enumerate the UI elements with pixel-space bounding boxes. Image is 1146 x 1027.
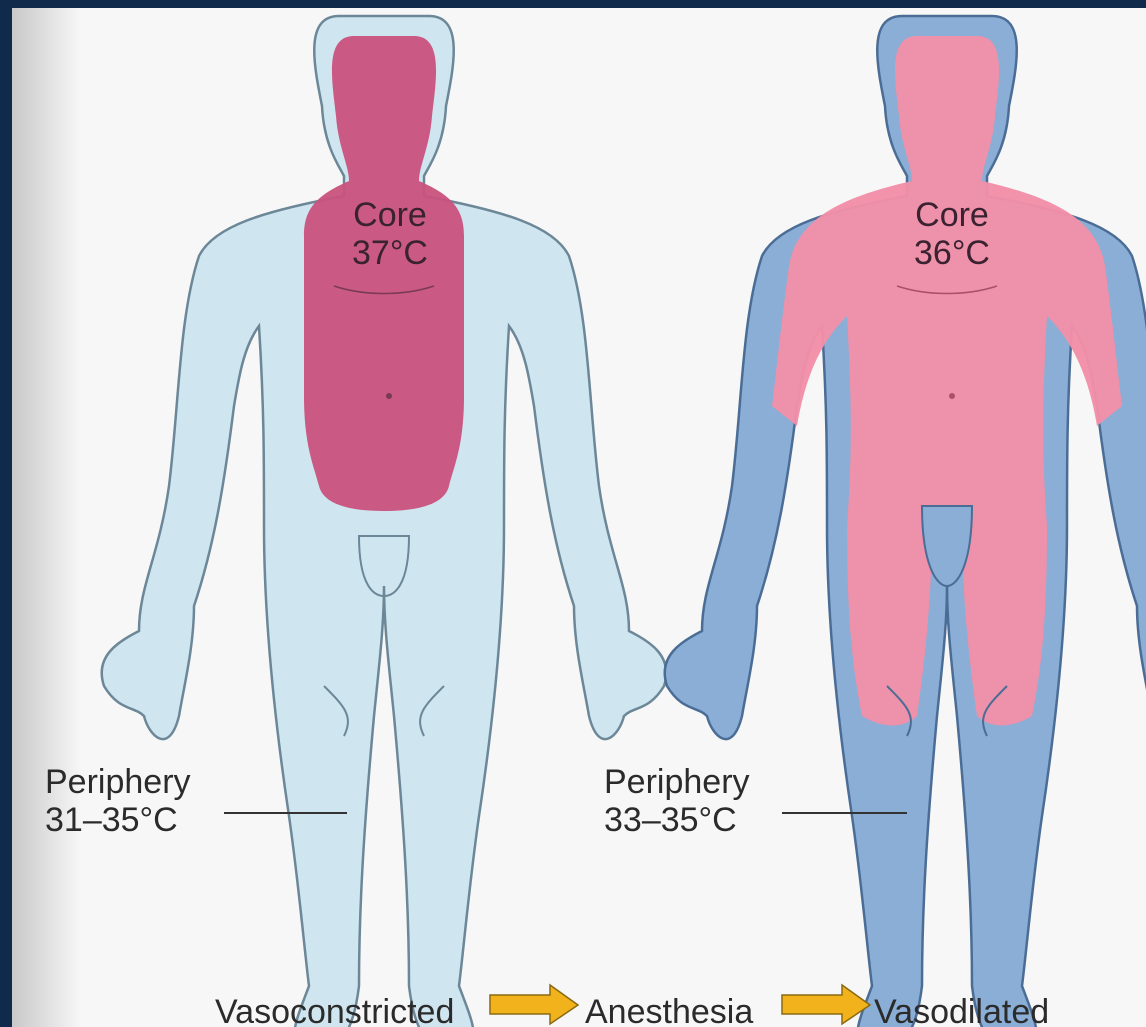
sequence-middle-label: Anesthesia xyxy=(585,993,753,1027)
left-periphery-temp: 31–35°C xyxy=(45,801,191,839)
right-body xyxy=(665,16,1146,1027)
left-body xyxy=(102,16,667,1027)
right-core-title: Core xyxy=(892,196,1012,234)
left-core-label: Core 37°C xyxy=(330,196,450,272)
arrow-icon-1 xyxy=(490,985,578,1024)
arrow-icon-2 xyxy=(782,985,870,1024)
body-diagram xyxy=(12,8,1146,1027)
left-periphery-label: Periphery 31–35°C xyxy=(45,763,191,839)
figure-frame: Core 37°C Core 36°C Periphery 31–35°C Pe… xyxy=(12,8,1146,1027)
sequence-start-label: Vasoconstricted xyxy=(215,993,454,1027)
left-core-temp: 37°C xyxy=(330,234,450,272)
right-core-temp: 36°C xyxy=(892,234,1012,272)
left-core-title: Core xyxy=(330,196,450,234)
right-navel xyxy=(949,393,955,399)
right-periphery-title: Periphery xyxy=(604,763,750,801)
right-core-label: Core 36°C xyxy=(892,196,1012,272)
sequence-end-label: Vasodilated xyxy=(874,993,1049,1027)
right-periphery-label: Periphery 33–35°C xyxy=(604,763,750,839)
left-navel xyxy=(386,393,392,399)
left-periphery-title: Periphery xyxy=(45,763,191,801)
right-periphery-temp: 33–35°C xyxy=(604,801,750,839)
